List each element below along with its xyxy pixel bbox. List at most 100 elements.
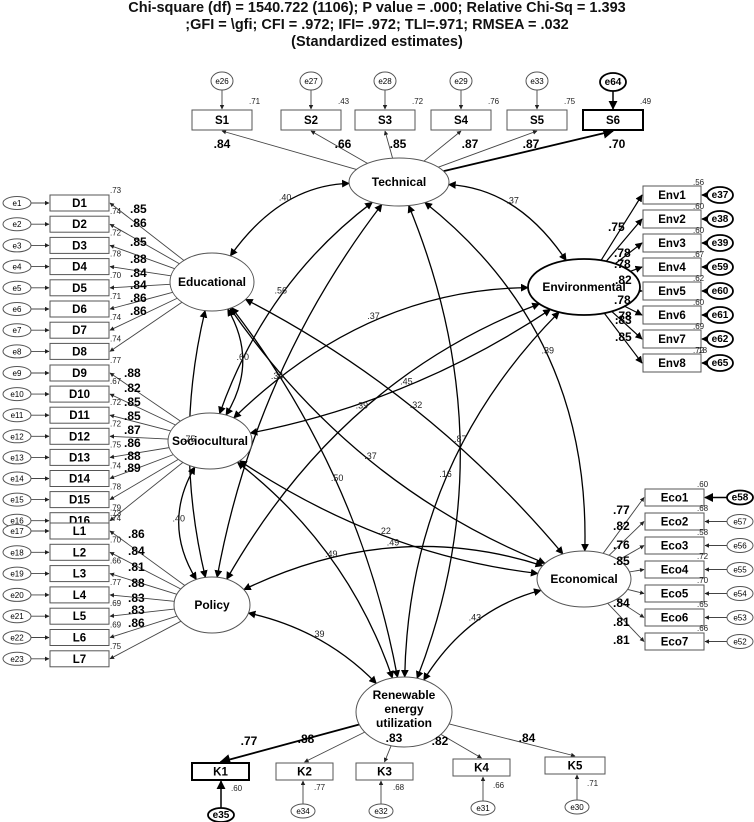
loading-value: .86 [130,291,147,305]
error-term [299,71,323,91]
indicator-l2-label: L2 [73,547,86,559]
correlation-value: .49 [325,549,338,559]
diagram-labels: .40.37.75.39.34.37.56.50.45.22.87.37.49.… [110,97,709,793]
error-term [2,387,32,402]
indicator-d11 [49,406,110,424]
correlation-sociocultural-renewable [236,461,394,679]
loading-value: .87 [462,137,479,151]
loading-value: .85 [613,554,630,568]
loading-path [614,242,643,265]
correlation-sociocultural-policy [178,466,197,581]
correlation-value: .37 [367,311,380,321]
r-squared: .72 [693,346,705,355]
correlation-policy-renewable [247,610,377,684]
loading-paths [31,90,727,808]
error-term [2,408,32,423]
r-squared: .43 [338,97,350,106]
loading-path [109,414,171,432]
indicator-env2-label: Env2 [658,214,686,226]
loading-path [109,462,184,522]
loading-path [383,130,394,159]
error-term [726,562,754,577]
r-squared: .71 [249,97,261,106]
error-term-label: e38 [712,214,729,225]
indicator-s1 [191,109,253,131]
r-squared: .67 [110,377,122,386]
indicator-d8 [49,342,110,360]
error-term-label: e39 [712,238,729,249]
loading-path [383,745,392,763]
loading-path [616,598,645,618]
indicator-d13-label: D13 [69,452,90,464]
error-term [290,803,316,819]
r-squared: .68 [697,504,709,513]
correlation-environmental-renewable [400,311,560,678]
indicator-k4-label: K4 [474,763,489,775]
fit-statistics-line-1: Chi-square (df) = 1540.722 (1106); P val… [128,0,626,16]
loading-path [109,264,172,277]
correlation-sociocultural-environmental [233,283,529,419]
error-term-label: e9 [13,369,22,378]
error-term [2,217,32,232]
error-term [706,258,734,276]
loading-value: .78 [615,309,632,323]
error-term [2,323,32,338]
indicator-d2-label: D2 [72,219,87,231]
error-term-label: e34 [296,807,310,816]
indicator-env6-label: Env6 [658,310,686,322]
indicator-l7-label: L7 [73,654,86,666]
r-squared: .65 [697,600,709,609]
error-term-label: e8 [13,347,22,356]
r-squared: .72 [110,419,122,428]
loading-value: .88 [124,449,141,463]
error-term [726,538,754,553]
indicator-eco1 [644,488,705,507]
correlation-value: .37 [364,451,377,461]
loading-path [109,620,182,660]
error-term-label: e23 [10,655,24,664]
indicator-d12-label: D12 [69,431,90,443]
error-term-label: e52 [733,638,747,647]
error-term [2,566,32,581]
correlation-value: .40 [279,193,292,203]
r-squared: .60 [231,784,243,793]
indicator-s5 [506,109,568,131]
latent-renewable-label: utilization [376,716,432,730]
error-term-label: e33 [530,77,544,86]
error-term [2,450,32,465]
model-fit-header: Chi-square (df) = 1540.722 (1106); P val… [0,0,754,51]
error-term [2,196,32,210]
indicator-k1 [191,762,250,781]
error-term-label: e61 [712,310,729,321]
indicator-s3-label: S3 [378,115,392,127]
error-term-label: e18 [10,548,24,557]
latent-environmental-label: Environmental [542,280,625,294]
loading-path [109,202,185,261]
loading-value: .75 [608,220,625,234]
error-term [706,186,734,204]
r-squared: .72 [697,552,709,561]
error-term-label: e64 [605,77,622,88]
loading-value: .86 [128,616,145,630]
error-term [2,280,32,295]
indicator-d3-label: D3 [72,240,87,252]
indicator-s6-label: S6 [606,115,620,127]
error-term [2,587,32,602]
loading-value: .88 [124,366,141,380]
r-squared: .60 [697,480,709,489]
indicator-eco2-label: Eco2 [661,517,689,529]
error-term [2,545,32,560]
indicator-k2-label: K2 [297,767,312,779]
loading-value: .81 [613,615,630,629]
error-term [470,800,496,816]
latent-policy [173,576,251,634]
error-term-label: e4 [13,263,22,272]
correlation-economical-renewable [423,588,542,681]
r-squared: .72 [110,398,122,407]
latent-educational-label: Educational [178,275,246,289]
indicator-d1 [49,194,110,212]
error-term-label: e20 [10,591,24,600]
correlation-technical-policy [214,203,383,579]
loading-path [109,291,173,311]
